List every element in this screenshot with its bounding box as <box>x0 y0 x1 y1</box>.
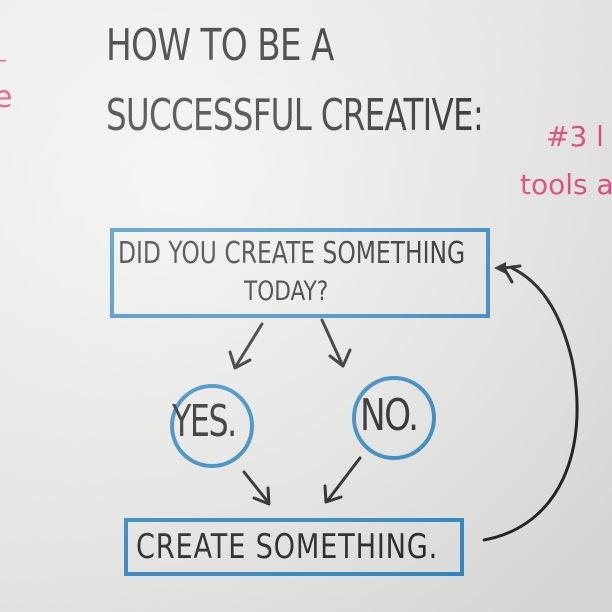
yes-label: YES. <box>172 396 237 447</box>
no-label: NO. <box>360 390 419 441</box>
arrowhead-yes-to-action <box>252 486 271 506</box>
arrow-question-to-no <box>320 318 344 366</box>
question-text-line-1: DID YOU CREATE SOMETHING <box>118 236 466 271</box>
title-line-2: SUCCESSFUL CREATIVE: <box>106 90 484 141</box>
loop-arrowhead <box>502 264 522 284</box>
arrow-yes-to-action <box>242 470 270 504</box>
action-box <box>124 518 464 576</box>
arrow-question-to-yes <box>234 322 264 368</box>
loop-arrowhead-tip <box>494 262 506 274</box>
arrow-no-to-action <box>326 456 362 502</box>
no-circle <box>352 376 436 460</box>
arrowhead-question-to-yes <box>228 350 252 370</box>
title-line-1: HOW TO BE A <box>106 20 334 71</box>
question-box <box>110 228 490 318</box>
loop-arrow-back-to-question <box>482 266 579 542</box>
arrowhead-question-to-no <box>328 348 352 368</box>
question-text-line-2: TODAY? <box>244 276 329 307</box>
right-note-number: #3 l <box>546 120 604 153</box>
arrowhead-no-to-action <box>323 484 343 504</box>
right-note-text: tools a <box>520 168 612 201</box>
action-text: CREATE SOMETHING. <box>136 527 439 567</box>
yes-circle <box>170 384 254 468</box>
pink-mark: – <box>0 48 7 73</box>
left-note-fragment: e <box>0 80 13 115</box>
